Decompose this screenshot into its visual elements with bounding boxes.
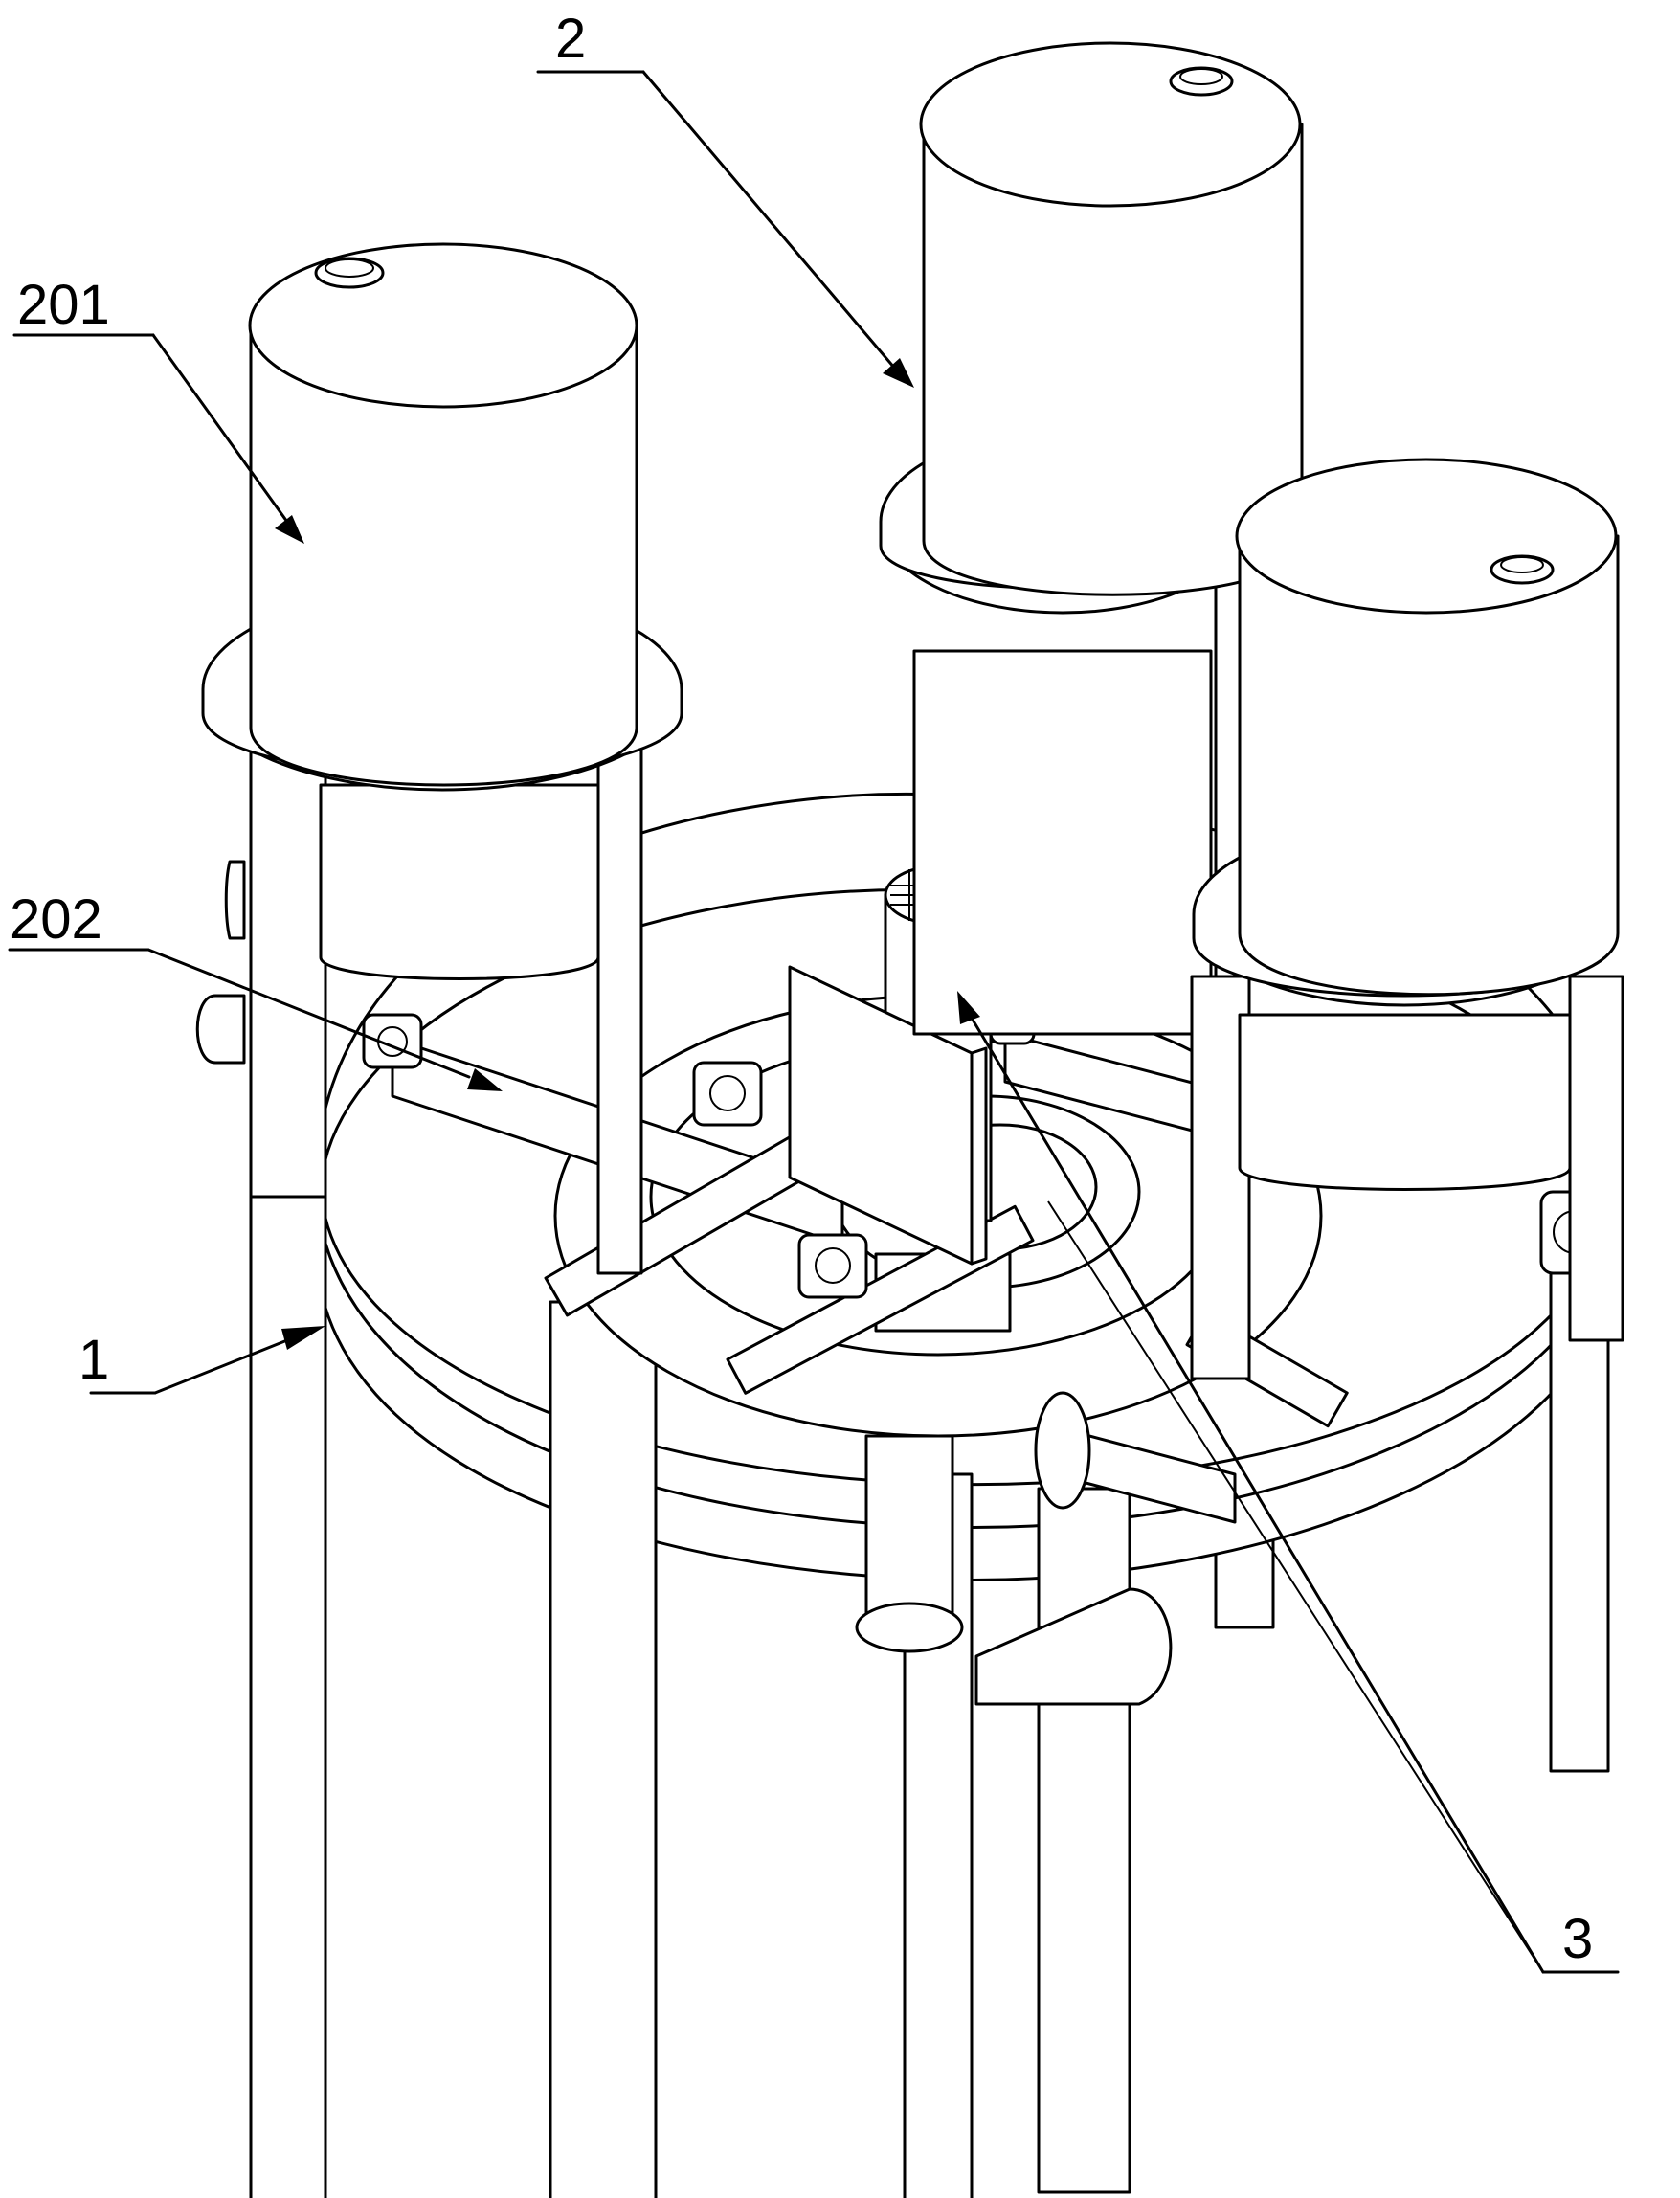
- lower-elbow: [974, 1587, 1173, 1706]
- leader-3-secondary: [1047, 1200, 1544, 1973]
- lower-outlet: [864, 1434, 954, 1629]
- tank-left: [201, 242, 683, 1275]
- vertical-plate-edge: [970, 1046, 988, 1266]
- motor-center-front: [797, 1233, 868, 1299]
- tank-back-nozzle: [1169, 66, 1234, 97]
- leader-3-arrowhead: [957, 991, 980, 1024]
- tank-left-leg-right: [596, 735, 643, 1275]
- tank-back-top: [919, 41, 1302, 208]
- tank-left-top: [248, 242, 638, 409]
- label-1: 1: [78, 1329, 109, 1391]
- leader-2-arrowhead: [883, 358, 914, 388]
- tank-back-nozzle-inner: [1179, 68, 1223, 85]
- tank-right-top: [1235, 458, 1618, 615]
- tank-back-lower-shell: [912, 649, 1213, 1036]
- leg-left-mid: [549, 1300, 658, 2198]
- tank-left-nozzle-inner: [325, 258, 374, 278]
- callouts: 2 201 202 1 3: [8, 8, 1620, 1974]
- lower-outlet-mouth: [855, 1602, 964, 1653]
- tank-left-body: [249, 324, 638, 787]
- tank-back: [879, 41, 1304, 1036]
- leader-202-arrowhead: [467, 1068, 503, 1091]
- leader-1-arrowhead: [281, 1326, 325, 1350]
- leader-201-arrowhead: [275, 515, 304, 544]
- leader-3: [965, 1008, 1545, 1974]
- leader-1: [153, 1338, 289, 1395]
- leader-201: [151, 333, 289, 524]
- tank-left-nozzle: [314, 257, 385, 289]
- motor-left-tank: [362, 1013, 423, 1069]
- tank-right-lower-shell: [1238, 1013, 1572, 1191]
- tank-left-lower-shell: [319, 783, 600, 980]
- label-202: 202: [10, 888, 102, 951]
- label-201: 201: [17, 274, 110, 336]
- tank-right-nozzle: [1490, 554, 1555, 585]
- leg-front-left: [249, 1185, 327, 2198]
- stub-left-mid: [195, 994, 246, 1065]
- label-3: 3: [1562, 1908, 1593, 1970]
- tank-right: [1190, 458, 1624, 1380]
- tank-left-leg-left: [249, 735, 327, 1199]
- stub-left-upper: [224, 860, 246, 940]
- tank-right-nozzle-inner: [1500, 556, 1544, 573]
- tank-right-leg-right: [1568, 975, 1624, 1342]
- tank-right-body: [1238, 534, 1620, 997]
- leader-202: [146, 948, 471, 1079]
- leader-2: [641, 70, 897, 370]
- label-2: 2: [555, 8, 586, 70]
- pipe-front-flange: [1034, 1391, 1091, 1510]
- motor-center-left: [692, 1061, 763, 1127]
